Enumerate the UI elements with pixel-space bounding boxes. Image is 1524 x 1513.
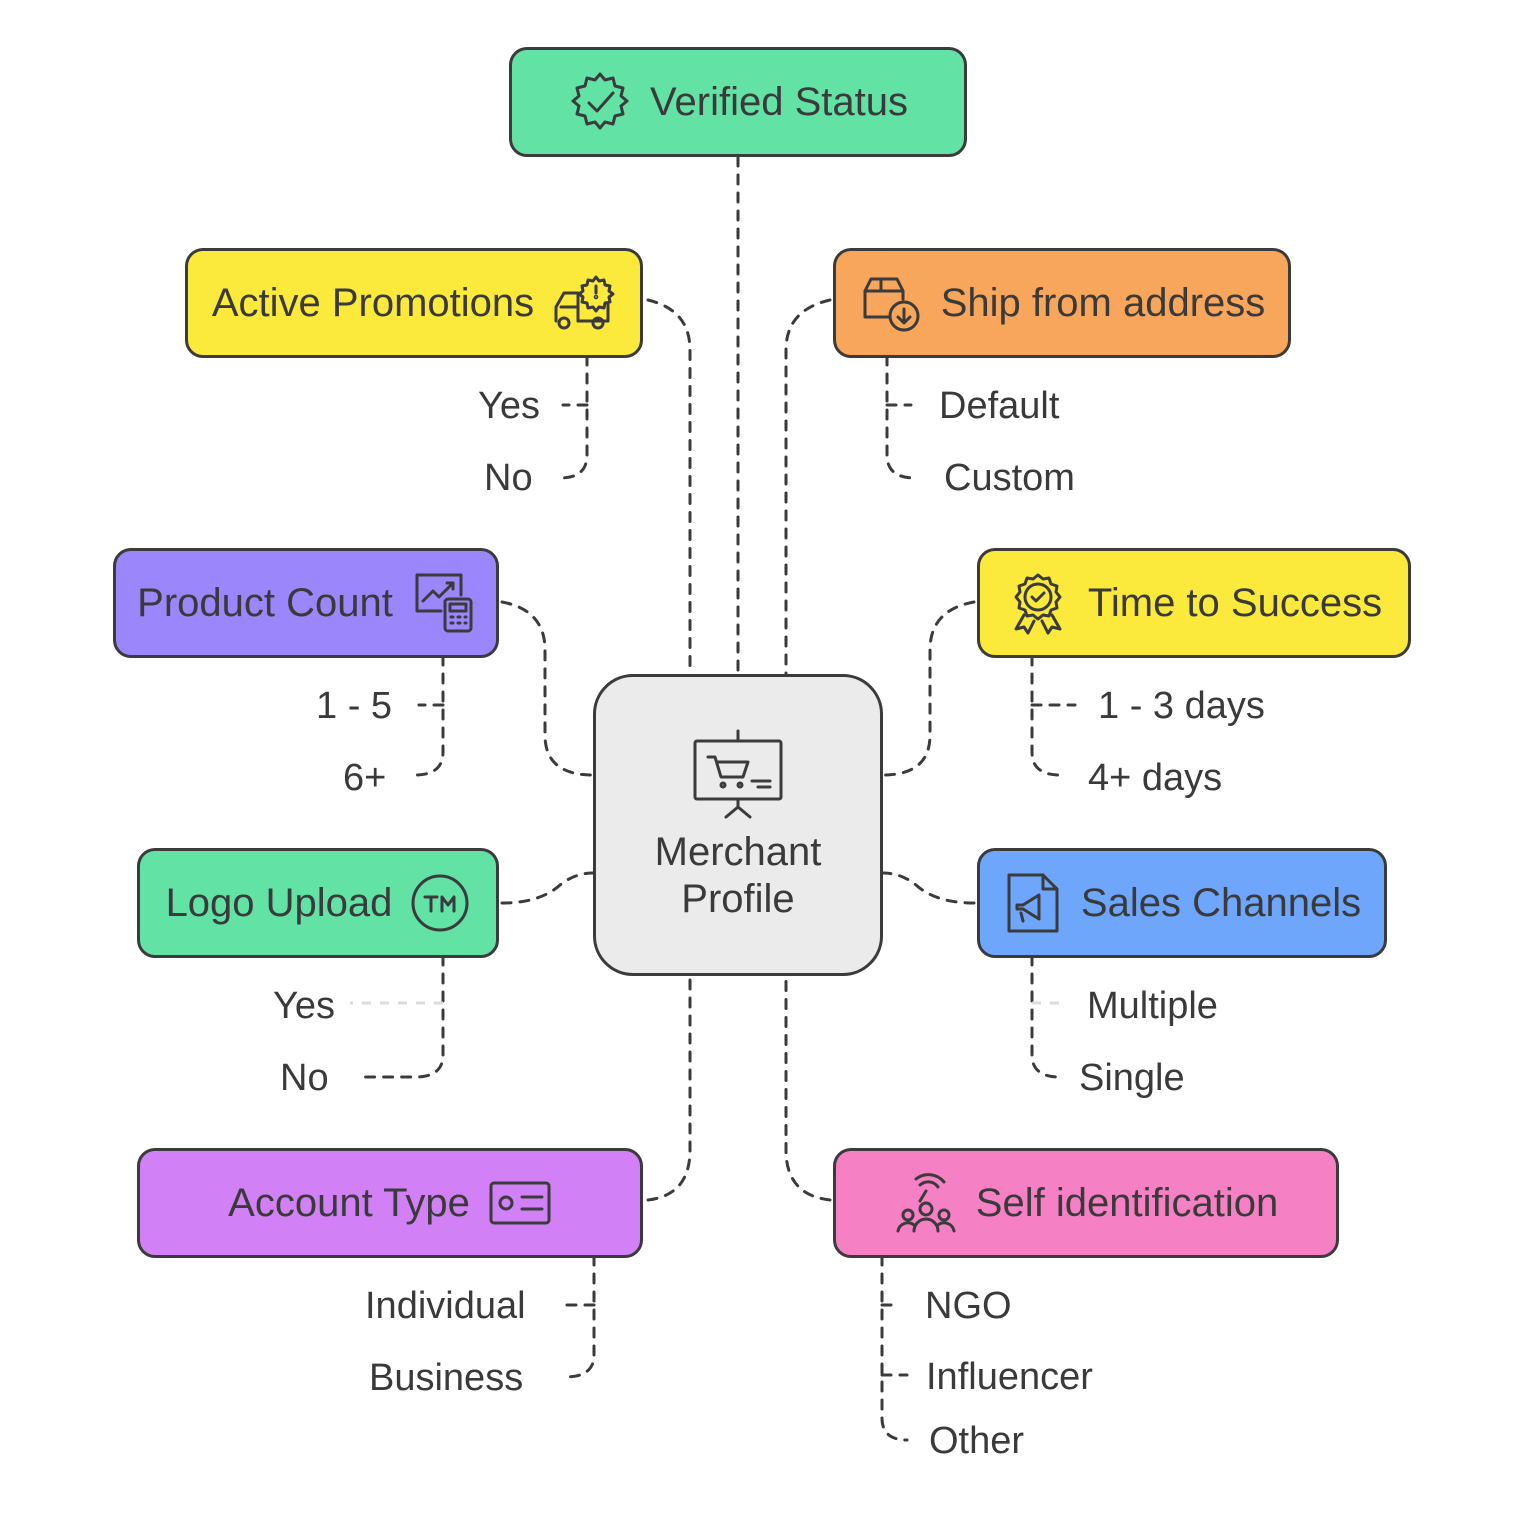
branch-self: [880, 1254, 909, 1442]
badge-check-icon: [568, 70, 632, 134]
link-product: [500, 600, 595, 777]
self-option-influencer: Influencer: [926, 1356, 1093, 1398]
logo-upload-label: Logo Upload: [165, 880, 393, 925]
link-self: [784, 974, 832, 1202]
logo-option-no: No: [280, 1057, 329, 1099]
box-download-icon: [859, 271, 923, 335]
chart-calculator-icon: [411, 571, 475, 635]
verified-status-node[interactable]: Verified Status: [509, 47, 967, 157]
sales-channels-node[interactable]: Sales Channels: [977, 848, 1387, 958]
product-count-node[interactable]: Product Count: [113, 548, 499, 658]
time-to-success-label: Time to Success: [1087, 580, 1383, 625]
link-account: [646, 974, 692, 1202]
product-count-label: Product Count: [137, 580, 393, 625]
branch-logo: [358, 954, 445, 1079]
truck-gear-icon: [552, 271, 616, 335]
active-promotions-label: Active Promotions: [211, 280, 535, 325]
ship-from-address-node[interactable]: Ship from address: [833, 248, 1291, 358]
account-option-business: Business: [369, 1357, 524, 1399]
time-option-1-3-days: 1 - 3 days: [1098, 685, 1265, 727]
sales-option-single: Single: [1079, 1057, 1185, 1099]
product-option-1-5: 1 - 5: [316, 685, 393, 727]
logo-option-yes: Yes: [273, 985, 335, 1027]
promotions-option-no: No: [484, 457, 533, 499]
shopping-cart-board-icon: [693, 729, 783, 819]
megaphone-doc-icon: [1003, 871, 1063, 935]
id-card-icon: [488, 1179, 552, 1227]
branch-time: [1030, 654, 1062, 777]
time-to-success-node[interactable]: Time to Success: [977, 548, 1411, 658]
time-option-4plus-days: 4+ days: [1088, 757, 1223, 799]
ship-from-address-label: Ship from address: [940, 280, 1266, 325]
self-identification-label: Self identification: [975, 1180, 1279, 1225]
account-type-node[interactable]: Account Type: [137, 1148, 643, 1258]
self-option-ngo: NGO: [925, 1285, 1012, 1327]
branch-account: [563, 1254, 596, 1379]
link-logo: [500, 871, 595, 905]
sales-channels-label: Sales Channels: [1080, 880, 1362, 925]
link-promotions: [646, 298, 692, 676]
product-option-6plus: 6+: [343, 757, 387, 799]
logo-upload-node[interactable]: Logo Upload: [137, 848, 499, 958]
account-type-label: Account Type: [228, 1180, 470, 1225]
branch-ship: [885, 354, 917, 480]
award-medal-icon: [1006, 571, 1070, 635]
promotions-option-yes: Yes: [478, 385, 540, 427]
trademark-icon: [410, 873, 470, 933]
merchant-profile-node[interactable]: Merchant Profile: [593, 674, 883, 976]
self-identification-node[interactable]: Self identification: [833, 1148, 1339, 1258]
account-option-individual: Individual: [365, 1285, 526, 1327]
link-time: [881, 600, 976, 777]
self-option-other: Other: [929, 1420, 1025, 1462]
people-signal-icon: [894, 1171, 958, 1235]
branch-sales: [1030, 954, 1062, 1079]
branch-product: [413, 654, 445, 777]
ship-option-default: Default: [939, 385, 1060, 427]
branch-promotions: [558, 354, 589, 480]
center-title-line1: Merchant: [654, 830, 822, 874]
link-sales: [881, 871, 976, 905]
sales-option-multiple: Multiple: [1087, 985, 1218, 1027]
verified-status-label: Verified Status: [650, 79, 908, 124]
active-promotions-node[interactable]: Active Promotions: [185, 248, 643, 358]
center-title: Merchant Profile: [596, 829, 880, 923]
ship-option-custom: Custom: [944, 457, 1075, 499]
link-ship: [784, 298, 832, 676]
center-title-line2: Profile: [681, 877, 795, 921]
